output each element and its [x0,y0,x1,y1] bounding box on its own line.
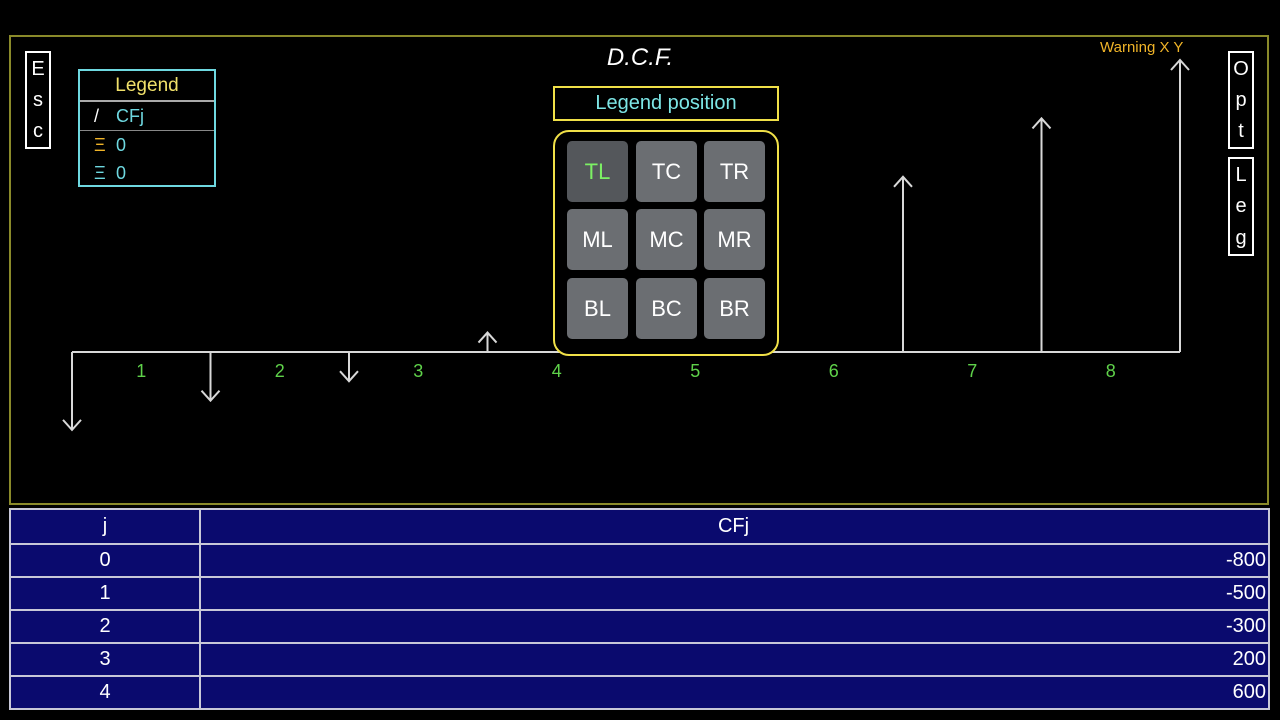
cash-flow-arrow [62,352,82,432]
legend-pos-mr-button[interactable]: MR [704,209,765,270]
cash-flow-arrow [893,175,913,352]
cell-cfj[interactable]: 600 [199,675,1270,710]
warning-label: Warning X Y [1100,39,1184,56]
leg-letter: g [1235,227,1247,250]
table-header-row: j CFj [9,508,1270,545]
legend-pos-bc-button[interactable]: BC [636,278,697,339]
table-row[interactable]: 4 600 [9,675,1270,710]
chart-title: D.C.F. [606,44,674,71]
table-row[interactable]: 0 -800 [9,543,1270,578]
legend-pos-ml-button[interactable]: ML [567,209,628,270]
opt-letter: t [1238,120,1244,143]
period-label: 5 [690,361,700,381]
esc-button[interactable]: E s c [25,51,51,149]
column-header-cfj[interactable]: CFj [199,508,1270,545]
legend-label: 0 [116,135,127,155]
table-row[interactable]: 2 -300 [9,609,1270,644]
cell-cfj[interactable]: -300 [199,609,1270,644]
period-label: 8 [1106,361,1116,381]
cell-cfj[interactable]: -800 [199,543,1270,578]
legend-position-title: Legend position [553,86,779,121]
legend-position-picker: TL TC TR ML MC MR BL BC BR [553,130,779,356]
cash-flow-arrow [477,331,498,352]
leg-letter: L [1235,163,1247,186]
leg-button[interactable]: L e g [1228,157,1254,256]
legend-label: 0 [116,163,127,183]
esc-letter: E [31,57,45,80]
cash-flow-arrow [339,352,359,383]
opt-letter: O [1233,57,1249,80]
opt-button[interactable]: O p t [1228,51,1254,149]
period-label: 4 [552,361,562,381]
legend-pos-tl-button[interactable]: TL [567,141,628,202]
leg-letter: e [1235,195,1247,218]
cell-j[interactable]: 1 [9,576,201,611]
legend-label: CFj [116,106,144,126]
period-label: 3 [413,361,423,381]
opt-letter: p [1235,88,1247,111]
legend-pos-bl-button[interactable]: BL [567,278,628,339]
column-header-j[interactable]: j [9,508,201,545]
cell-cfj[interactable]: 200 [199,642,1270,677]
legend-title: Legend [80,71,214,102]
period-label: 2 [275,361,285,381]
cash-flow-arrow [200,352,221,403]
cash-flow-table: j CFj 0 -800 1 -500 2 -300 3 200 4 600 [9,508,1270,710]
legend-symbol: Ξ [94,163,106,183]
period-label: 1 [136,361,146,381]
table-row[interactable]: 1 -500 [9,576,1270,611]
cell-j[interactable]: 0 [9,543,201,578]
legend-symbol: Ξ [94,135,106,155]
period-label: 6 [829,361,839,381]
legend-symbol: / [94,106,100,126]
period-label: 7 [967,361,977,381]
legend-row: / CFj [80,102,214,131]
legend-pos-mc-button[interactable]: MC [636,209,697,270]
cell-j[interactable]: 3 [9,642,201,677]
legend-pos-tc-button[interactable]: TC [636,141,697,202]
esc-letter: c [33,120,43,143]
cash-flow-arrow [1170,58,1190,352]
legend-pos-tr-button[interactable]: TR [704,141,765,202]
cell-j[interactable]: 2 [9,609,201,644]
cash-flow-arrow [1031,116,1052,352]
cell-j[interactable]: 4 [9,675,201,710]
table-row[interactable]: 3 200 [9,642,1270,677]
esc-letter: s [33,88,43,111]
legend-pos-br-button[interactable]: BR [704,278,765,339]
cell-cfj[interactable]: -500 [199,576,1270,611]
